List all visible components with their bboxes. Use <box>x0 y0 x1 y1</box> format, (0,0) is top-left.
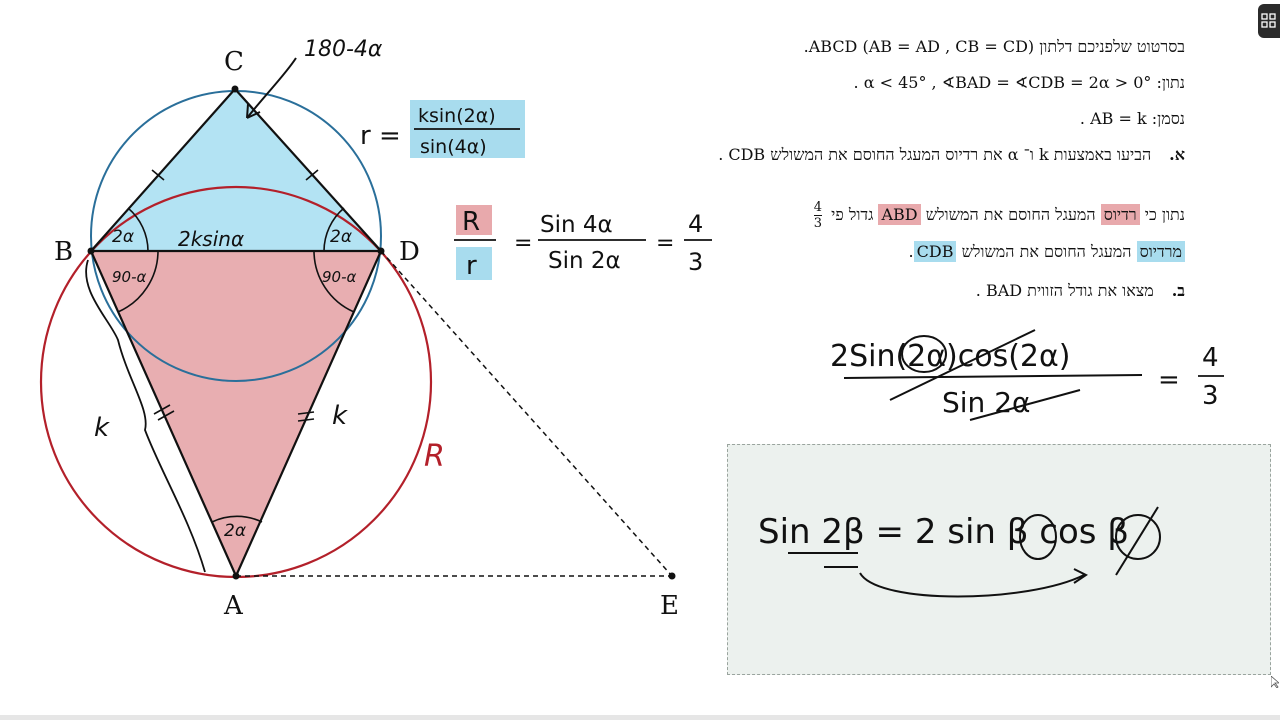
highlight-radius: רדיוס <box>1100 204 1140 225</box>
ratio-mid-num: Sin 4α <box>540 212 613 238</box>
r-formula-lhs: r = <box>360 121 401 151</box>
point-e-label: E <box>660 591 679 621</box>
corner-menu-button[interactable] <box>1258 4 1280 38</box>
ratio-rhs-den: 3 <box>688 248 703 276</box>
geometry-diagram: C B D A E 180-4α 2α 2α 90-α 90-α 2α 2ksi… <box>39 37 712 621</box>
r-formula-den: sin(4α) <box>420 136 487 158</box>
part-b-line2-text: המעגל החוסם את המשולש <box>961 242 1132 261</box>
eq2-numerator: 2Sin(2α)cos(2α) <box>830 339 1071 374</box>
angle-a: 2α <box>224 521 246 541</box>
point-b-label: B <box>54 237 73 267</box>
highlight-cdb: CDB <box>913 241 957 262</box>
point-c-label: C <box>224 47 244 77</box>
angle-b-upper: 2α <box>112 227 134 247</box>
highlight-from-radius: מרדיוס <box>1136 241 1185 262</box>
part-b-intro-3: גדול פי <box>831 205 874 224</box>
problem-line-2: נתון: 0° < α < 45° , ∢BAD = ∢CDB = 2α . <box>853 73 1185 92</box>
part-b-given-line-1: נתון כי רדיוס המעגל החוסם את המשולש ABD … <box>810 200 1185 231</box>
big-r-label: R <box>424 439 445 474</box>
angle-b-lower: 90-α <box>112 268 146 286</box>
part-b-text: מצאו את גודל הזווית BAD . <box>975 281 1154 300</box>
identity-marks <box>788 506 1161 598</box>
top-angle-annotation: 180-4α <box>304 37 383 62</box>
side-ab-label: k <box>94 413 110 443</box>
ratio-eq1: = <box>514 231 532 256</box>
highlight-abd: ABD <box>878 204 921 225</box>
ratio-mid-den: Sin 2α <box>548 248 621 274</box>
part-a-text: הביעו באמצעות k ו־ α את רדיוס המעגל החוס… <box>718 145 1152 164</box>
mouse-cursor-icon <box>1271 676 1279 688</box>
point-a-label: A <box>223 591 244 621</box>
ratio-rhs-num: 4 <box>688 210 703 238</box>
side-ad-label: k <box>332 401 348 431</box>
bottom-scroll-bar[interactable] <box>0 715 1280 720</box>
grid-icon <box>1261 13 1276 28</box>
point-d-label: D <box>399 237 420 267</box>
side-ab-brace <box>85 259 206 573</box>
ratio-eq2: = <box>656 231 674 256</box>
handwritten-equation-2: 2Sin(2α)cos(2α) Sin 2α = 4 3 <box>830 329 1224 421</box>
bd-length: 2ksinα <box>178 227 244 251</box>
angle-d-upper: 2α <box>330 227 352 247</box>
part-b-label: ב. <box>1171 281 1185 300</box>
dashed-lines <box>236 250 673 577</box>
ratio-num-r: R <box>462 207 480 237</box>
top-angle-arrow <box>246 57 297 119</box>
triangle-abd-fill <box>91 251 381 576</box>
identity-note: Sin 2β = 2 sin β cos β <box>758 506 1161 598</box>
equal-side-ticks <box>151 169 319 422</box>
ratio-den-r: r <box>466 251 477 281</box>
identity-text: Sin 2β = 2 sin β cos β <box>758 512 1129 552</box>
part-b-given-line-2: מרדיוס המעגל החוסם את המשולש CDB. <box>909 241 1185 262</box>
problem-line-1: בסרטוט שלפניכם דלתון ABCD (AB = AD , CB … <box>803 37 1185 56</box>
cancel-strokes <box>889 329 1081 421</box>
eq2-eq: = <box>1158 365 1180 395</box>
part-b: ב. מצאו את גודל הזווית BAD . <box>976 281 1185 301</box>
eq2-denominator: Sin 2α <box>942 386 1030 419</box>
eq2-rhs-num: 4 <box>1202 343 1219 373</box>
part-b-intro-1: נתון כי <box>1144 205 1185 224</box>
angle-arcs <box>117 207 355 523</box>
r-formula-num: ksin(2α) <box>418 105 496 127</box>
part-a: א. הביעו באמצעות k ו־ α את רדיוס המעגל הח… <box>718 145 1185 165</box>
vertex-dots <box>87 85 676 580</box>
part-b-intro-2: המעגל החוסם את המשולש <box>925 205 1096 224</box>
triangle-bcd-fill <box>91 89 381 251</box>
eq2-rhs-den: 3 <box>1202 381 1219 411</box>
note-box: Sin 2β = 2 sin β cos β <box>727 444 1271 675</box>
part-a-label: א. <box>1169 145 1185 164</box>
problem-line-3: נסמן: AB = k . <box>1079 109 1185 128</box>
angle-d-lower: 90-α <box>322 268 356 286</box>
